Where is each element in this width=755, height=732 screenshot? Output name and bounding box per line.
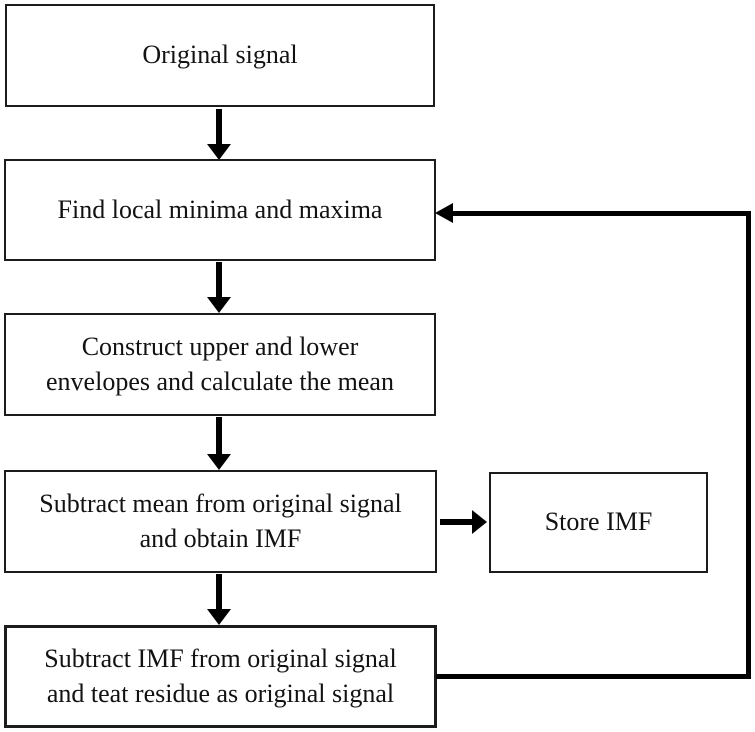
node-subtract-mean: Subtract mean from original signal and o… — [4, 470, 437, 573]
node-construct-envelopes: Construct upper and lower envelopes and … — [4, 313, 436, 416]
node-label-line1: Subtract mean from original signal — [39, 489, 402, 519]
arrow-down-icon — [207, 574, 231, 625]
node-find-extrema: Find local minima and maxima — [4, 159, 436, 261]
arrow-right-icon — [440, 510, 487, 534]
feedback-loop-bottom-segment — [436, 674, 751, 679]
node-label-line2: and obtain IMF — [139, 523, 302, 553]
node-label: Store IMF — [544, 507, 653, 537]
arrow-down-icon — [207, 109, 231, 160]
node-label-line2: and teat residue as original signal — [46, 678, 395, 708]
node-store-imf: Store IMF — [489, 472, 708, 573]
arrow-head — [207, 297, 231, 313]
arrow-head — [207, 144, 231, 160]
arrow-head — [207, 454, 231, 470]
node-original-signal: Original signal — [5, 4, 435, 107]
feedback-loop-arrowhead-icon — [435, 203, 453, 223]
arrow-stem — [216, 574, 222, 610]
arrow-stem — [216, 417, 222, 455]
arrow-stem — [216, 262, 222, 298]
node-label: Find local minima and maxima — [57, 194, 383, 224]
feedback-loop-right-segment — [746, 211, 751, 679]
arrow-stem — [440, 519, 473, 525]
arrow-stem — [216, 109, 222, 145]
arrow-down-icon — [207, 417, 231, 470]
node-label-line1: Subtract IMF from original signal — [44, 644, 397, 674]
arrow-head — [207, 609, 231, 625]
node-label: Original signal — [142, 40, 298, 70]
node-subtract-imf: Subtract IMF from original signal and te… — [4, 625, 437, 728]
node-label-line2: envelopes and calculate the mean — [46, 366, 394, 396]
arrow-down-icon — [207, 262, 231, 313]
arrow-head — [472, 510, 487, 534]
node-label-line1: Construct upper and lower — [81, 332, 359, 362]
feedback-loop-top-segment — [452, 211, 748, 216]
